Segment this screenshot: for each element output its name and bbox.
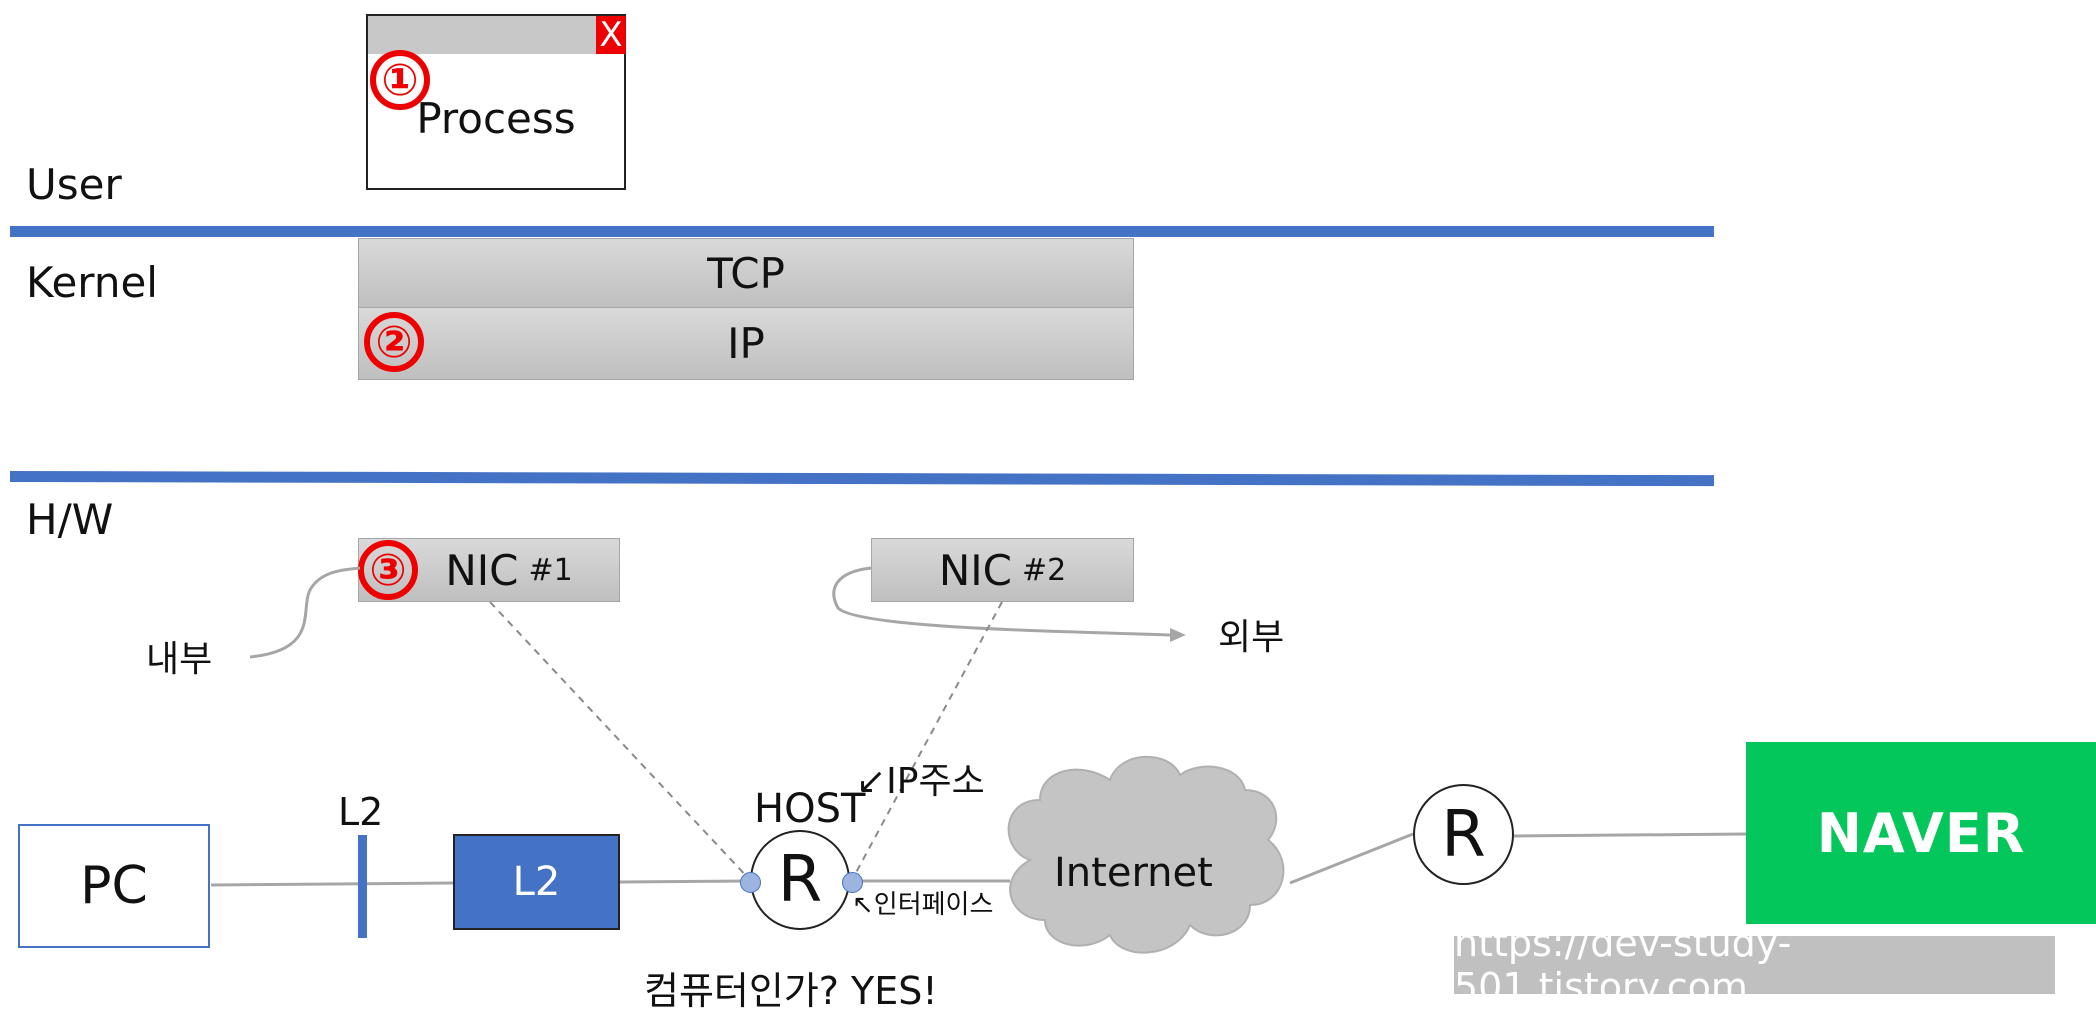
- router2-naver-link: [1513, 832, 1747, 838]
- ip-layer-box: IP: [358, 307, 1134, 380]
- nic1-dashed-link: [489, 601, 751, 881]
- step-3-badge: ③: [358, 540, 418, 600]
- pc-l2-link: [210, 881, 454, 887]
- naver-node: NAVER: [1746, 742, 2096, 924]
- internal-label: 내부: [146, 639, 213, 680]
- ip-address-annotation: ↙IP주소: [856, 761, 985, 802]
- kernel-layer-label: Kernel: [26, 258, 158, 307]
- l2-box: L2: [453, 834, 620, 930]
- user-kernel-divider: [10, 226, 1714, 237]
- host-label: HOST: [754, 786, 866, 832]
- external-curve: [832, 566, 1171, 637]
- watermark: https://dev-study-501.tistory.com: [1454, 921, 2055, 1009]
- step-2-badge: ②: [364, 312, 424, 372]
- nic-2-label: NIC: [938, 545, 1012, 595]
- external-arrowhead: [1170, 628, 1186, 642]
- nic-1-number: #1: [528, 552, 573, 588]
- process-titlebar: [368, 16, 624, 54]
- computer-question: 컴퓨터인가? YES!: [644, 969, 938, 1013]
- tcp-layer-box: TCP: [358, 238, 1134, 308]
- router-2-node: R: [1413, 784, 1514, 885]
- l2-router-link: [619, 879, 751, 884]
- internet-router2-link: [1289, 832, 1414, 885]
- internal-curve: [249, 566, 361, 659]
- interface-dot-right: [842, 872, 863, 893]
- nic-2-box: NIC #2: [871, 538, 1134, 602]
- l2-switch-label: L2: [338, 790, 384, 834]
- hw-layer-label: H/W: [26, 495, 114, 544]
- internet-label: Internet: [1054, 850, 1213, 896]
- host-router-node: R: [750, 830, 850, 930]
- nic-2-number: #2: [1021, 552, 1067, 588]
- l2-switch-bar: [358, 835, 367, 938]
- internet-cloud: [1007, 755, 1285, 954]
- process-label: Process: [416, 94, 576, 143]
- close-button[interactable]: X: [596, 15, 626, 55]
- nic-1-label: NIC: [445, 545, 519, 595]
- interface-annotation: ↖인터페이스: [852, 890, 994, 920]
- interface-dot-left: [740, 872, 761, 893]
- user-layer-label: User: [26, 160, 122, 209]
- pc-node: PC: [18, 824, 210, 948]
- external-label: 외부: [1218, 617, 1285, 658]
- nic2-dashed-link: [851, 601, 1003, 881]
- step-1-badge: ①: [370, 50, 430, 110]
